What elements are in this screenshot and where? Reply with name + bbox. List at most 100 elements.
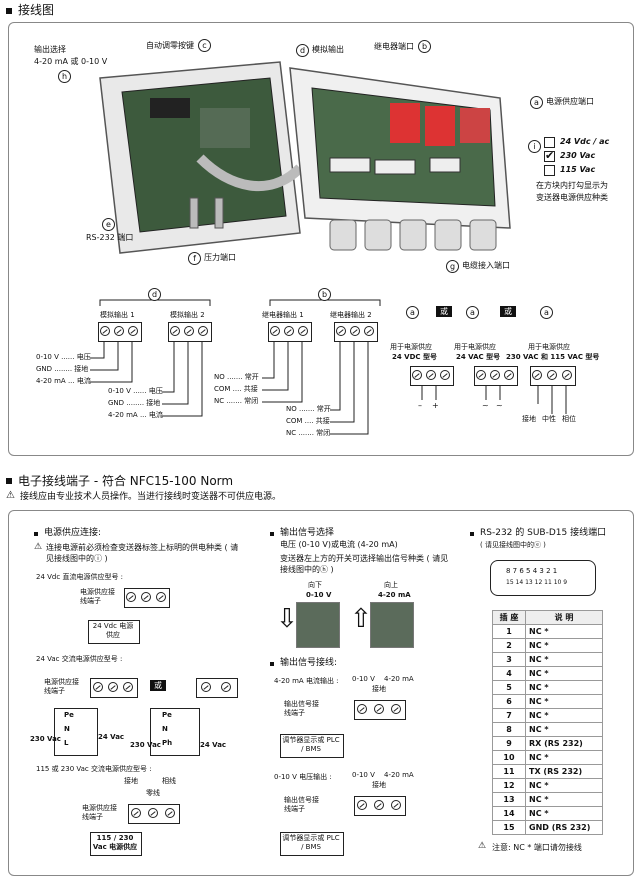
pin-description: NC * (525, 694, 603, 709)
display-box-a (280, 734, 344, 758)
col3-warning-icon: ⚠ (478, 841, 487, 851)
up-label: 向上 (384, 581, 398, 589)
pin-number: 9 (492, 736, 526, 751)
terminal-screw (284, 326, 294, 336)
wiring-title: 输出信号接线: (280, 658, 338, 668)
marker-h: h (58, 70, 71, 83)
pin-description: NC * (525, 624, 603, 639)
pin-description: NC * (525, 792, 603, 807)
v115-label: 115 Vac (560, 165, 596, 174)
terminal-screw (123, 682, 134, 692)
v230-label-b: 230 Vac (130, 741, 161, 749)
section2-title: 电子接线端子 - 符合 NFC15-100 Norm (18, 474, 234, 488)
pin-number: 6 (492, 694, 526, 709)
cable-entry-label: 电缆接入端口 (462, 261, 510, 270)
vdc24-label: 24 VDC 型号 (392, 353, 437, 361)
ac-phase-label: 相线 (162, 777, 176, 785)
v-title: 0-10 V 电压输出 : (274, 773, 332, 781)
col3-bullet (470, 532, 474, 536)
terminal-screw (357, 800, 368, 810)
ac24-right-block (150, 708, 200, 756)
col3-sub: ( 请见接线图中的ⓔ ) (480, 541, 546, 549)
marker-b: b (418, 40, 431, 53)
neutral-label: 中性 (542, 415, 556, 423)
pe-label-2: Pe (162, 711, 172, 719)
marker-d-2: d (148, 288, 161, 301)
analog-out1-label: 模拟输出 1 (100, 311, 135, 319)
pin-number: 15 (492, 820, 526, 835)
terminal-screw (504, 370, 514, 380)
ac24-terminal-label: 电源供应接线端子 (44, 678, 79, 695)
v010-label-b: 0-10 V (352, 771, 375, 779)
terminal-screw (184, 326, 194, 336)
terminal-screw (374, 800, 384, 810)
wiring-lines (90, 299, 567, 435)
terminal-screw (131, 808, 142, 818)
check-note-2: 变送器电源供应种类 (536, 193, 608, 202)
pin-number: 7 (492, 708, 526, 723)
terminal-screw (412, 370, 422, 380)
ac-tilde-1: ~ (482, 401, 489, 410)
gnd-2: GND ........ 接地 (108, 399, 161, 407)
pe-label: Pe (64, 711, 74, 719)
out-terminal-label-a: 输出信号接线端子 (284, 700, 319, 717)
ac-tilde-2: ~ (496, 401, 503, 410)
minus-sign: – (418, 401, 422, 410)
col2-sub2: 变送器左上方的开关可选择输出信号种类 ( 请见接线图中的ⓗ ) (280, 554, 449, 574)
down-label: 向下 (308, 581, 322, 589)
col1-note: 连接电源前必须检查变送器标签上标明的供电种类 ( 请见接线图中的ⓘ ) (46, 543, 239, 563)
pin-number: 1 (492, 624, 526, 639)
power-for-2: 用于电源供应 (454, 343, 496, 351)
terminal-screw (92, 682, 103, 692)
marker-b-2: b (318, 288, 331, 301)
subd-pins-bottom: 15 14 13 12 11 10 9 (506, 579, 568, 586)
v24ac-label-b: 24 Vac (200, 741, 227, 749)
terminal-screw (426, 370, 436, 380)
analog-out-label: 模拟输出 (312, 45, 344, 54)
output-range-label: 4-20 mA 或 0-10 V (34, 57, 108, 66)
terminal-screw (170, 326, 180, 336)
check-box-24 (544, 137, 555, 148)
marker-d: d (296, 44, 309, 57)
pin-description: NC * (525, 638, 603, 653)
plus-sign: + (432, 401, 439, 410)
warning-text: 接线应由专业技术人员操作。当进行接线时变送器不可供应电源。 (20, 492, 282, 502)
terminal-screw (270, 326, 280, 336)
ac115-terminal-label: 电源供应接线端子 (82, 804, 117, 821)
pin-number: 8 (492, 722, 526, 737)
marker-i: i (528, 140, 541, 153)
output-select-label: 输出选择 (34, 45, 66, 54)
subd15-connector (490, 560, 596, 596)
terminal-screw (201, 682, 211, 692)
l-label: L (64, 739, 69, 747)
pin-description: NC * (525, 778, 603, 793)
ac115-title: 115 或 230 Vac 交流电源供应型号 : (36, 765, 152, 773)
terminal-screw (350, 326, 360, 336)
down-value: 0-10 V (306, 591, 332, 599)
no-open-2: NO ....... 常开 (286, 405, 331, 413)
auto-zero-label: 自动调零按键 (146, 41, 194, 50)
pin-number: 2 (492, 638, 526, 653)
terminal-screw (128, 326, 138, 336)
device-photo (99, 61, 511, 254)
dc24-supply-label: 24 Vdc 电源供应 (92, 622, 134, 639)
terminal-screw (148, 808, 158, 818)
col2-bullet (270, 532, 274, 536)
v24-label: 24 Vdc / ac (560, 137, 610, 146)
terminal-screw (390, 800, 401, 810)
ac24-left-block (54, 708, 98, 756)
ma420-label-b: 4-20 mA (384, 771, 414, 779)
col1-warning-icon: ⚠ (34, 542, 43, 552)
n-label-2: N (162, 725, 168, 733)
com-common-2: COM .... 共接 (286, 417, 330, 425)
no-open-1: NO ....... 常开 (214, 373, 259, 381)
rs232-label: RS-232 端口 (86, 233, 134, 242)
desc-header: 说 明 (525, 610, 603, 625)
